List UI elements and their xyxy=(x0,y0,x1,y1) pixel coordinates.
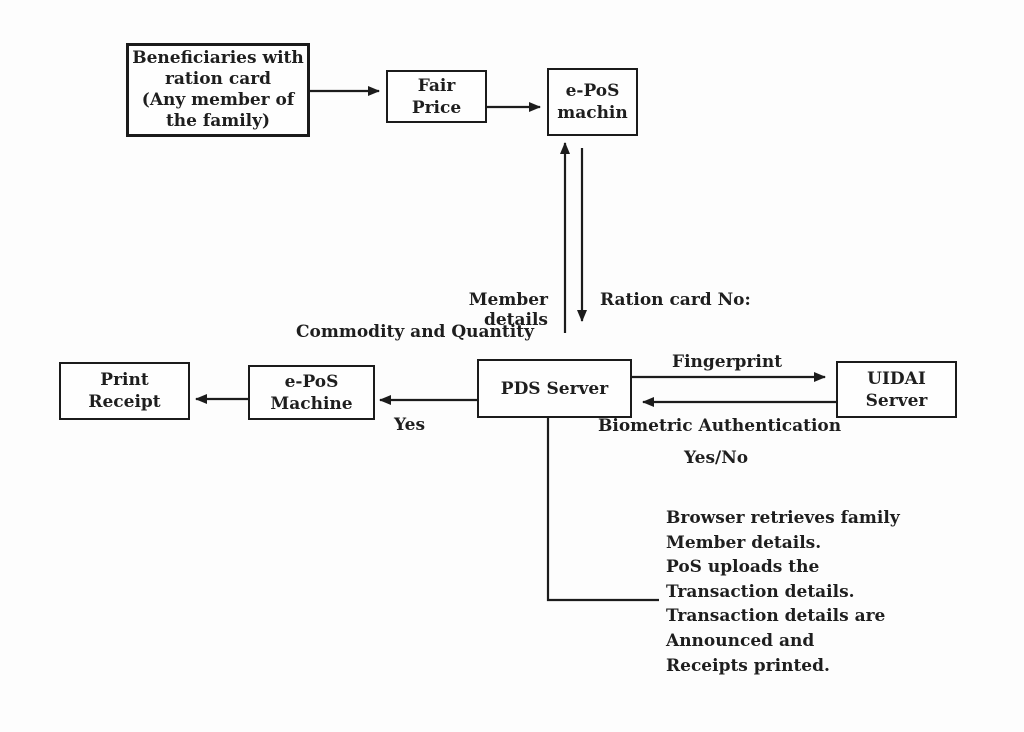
node-epos-machine-left: e-PoS Machine xyxy=(248,365,375,420)
label-biometric-authentication: Biometric Authentication xyxy=(598,416,842,436)
label-yes-no: Yes/No xyxy=(684,448,749,468)
node-beneficiaries: Beneficiaries with ration card (Any memb… xyxy=(126,43,310,137)
label-ration-card-no: Ration card No: xyxy=(600,290,751,310)
label-fingerprint: Fingerprint xyxy=(672,352,783,372)
connector-pds-to-note xyxy=(546,418,659,602)
label-commodity-quantity: Commodity and Quantity xyxy=(296,322,534,342)
node-epos-machine-top: e-PoS machin xyxy=(547,68,638,136)
node-print-receipt: Print Receipt xyxy=(59,362,190,420)
note-process-description: Browser retrieves family Member details.… xyxy=(666,508,900,676)
label-member-details: Member details xyxy=(468,290,548,330)
node-uidai-server: UIDAI Server xyxy=(836,361,957,418)
label-yes: Yes xyxy=(394,415,426,435)
node-fair-price: Fair Price xyxy=(386,70,487,123)
node-pds-server: PDS Server xyxy=(477,359,632,418)
